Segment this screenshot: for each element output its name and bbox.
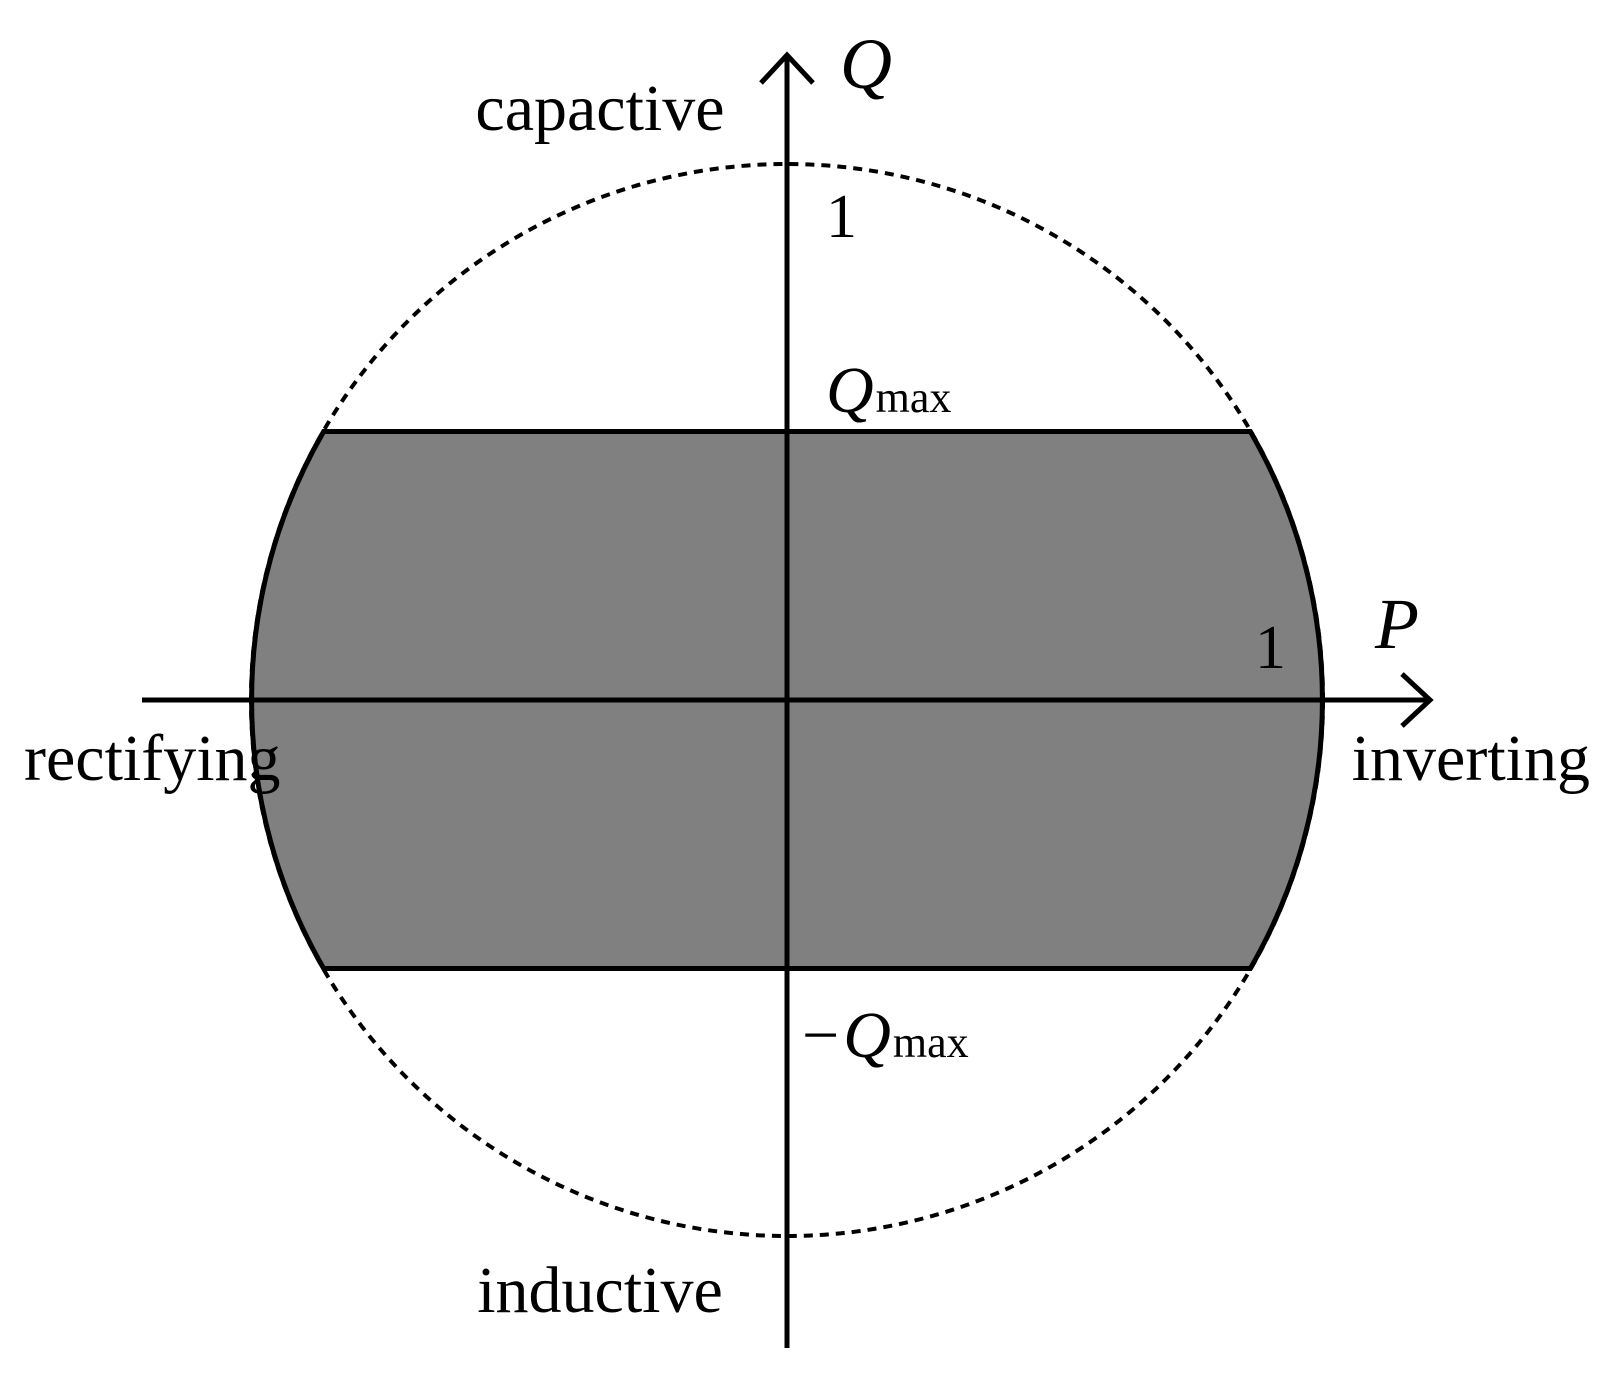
- q-axis-label: Q: [840, 24, 892, 104]
- capacitive-label: capactive: [475, 72, 724, 145]
- p-unit-tick-label: 1: [1255, 614, 1286, 682]
- neg-qmax-subscript: max: [893, 1018, 969, 1067]
- q-axis-arrowhead: [759, 51, 815, 85]
- q-unit-tick-label: 1: [826, 183, 857, 251]
- qmax-label: Qmax: [826, 354, 951, 427]
- neg-qmax-sign: −: [802, 999, 839, 1072]
- qmax-symbol: Q: [826, 354, 874, 427]
- neg-qmax-label: −Qmax: [802, 999, 969, 1072]
- rectifying-label: rectifying: [24, 722, 281, 795]
- qmax-subscript: max: [876, 373, 952, 422]
- neg-qmax-symbol: Q: [843, 999, 891, 1072]
- inductive-label: inductive: [477, 1254, 723, 1327]
- p-axis-label: P: [1374, 584, 1419, 664]
- inverting-label: inverting: [1352, 722, 1590, 795]
- p-axis-arrowhead: [1400, 672, 1434, 728]
